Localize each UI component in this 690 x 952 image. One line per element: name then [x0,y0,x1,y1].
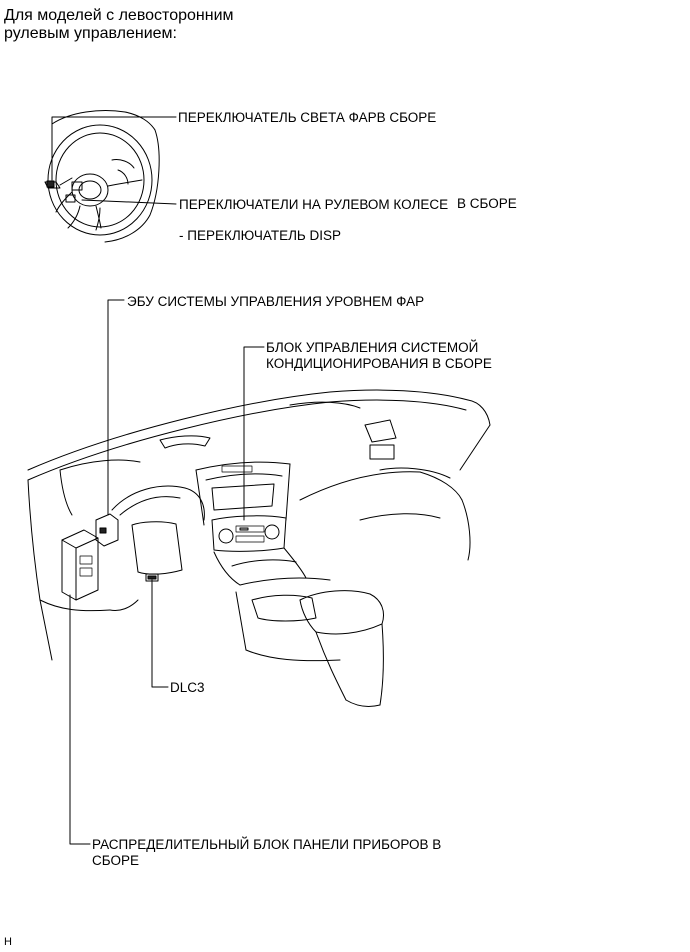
steering-switches-label: ПЕРЕКЛЮЧАТЕЛИ НА РУЛЕВОМ КОЛЕСЕ [179,197,449,212]
ac-control-label-line-2: КОНДИЦИОНИРОВАНИЯ В СБОРЕ [266,356,492,371]
heading-line-1: Для моделей с левосторонним [4,7,234,24]
dlc3-label: DLC3 [170,680,205,695]
dashboard-illustration [27,389,491,707]
steering-switches-suffix: В СБОРЕ [457,196,517,211]
ac-control-leader [243,346,265,521]
headlight-switch-leader [51,116,177,181]
heading-line-2: рулевым управлением: [4,25,177,42]
steering-switches-leader [81,199,177,205]
junction-block-leader [69,594,91,845]
ac-control-label-line-1: БЛОК УПРАВЛЕНИЯ СИСТЕМОЙ [266,340,479,355]
disp-switch-label: - ПЕРЕКЛЮЧАТЕЛЬ DISP [179,228,342,243]
dlc3-leader [151,579,169,688]
leveling-ecu-leader [107,299,125,516]
figure-code: H [4,936,12,948]
junction-block-label-line-1: РАСПРЕДЕЛИТЕЛЬНЫЙ БЛОК ПАНЕЛИ ПРИБОРОВ В [92,837,442,852]
leveling-ecu-label: ЭБУ СИСТЕМЫ УПРАВЛЕНИЯ УРОВНЕМ ФАР [127,294,425,309]
headlight-switch-label: ПЕРЕКЛЮЧАТЕЛЬ СВЕТА ФАРВ СБОРЕ [178,110,437,125]
steering-wheel-illustration [44,110,160,243]
junction-block-label-line-2: СБОРЕ [92,853,139,868]
